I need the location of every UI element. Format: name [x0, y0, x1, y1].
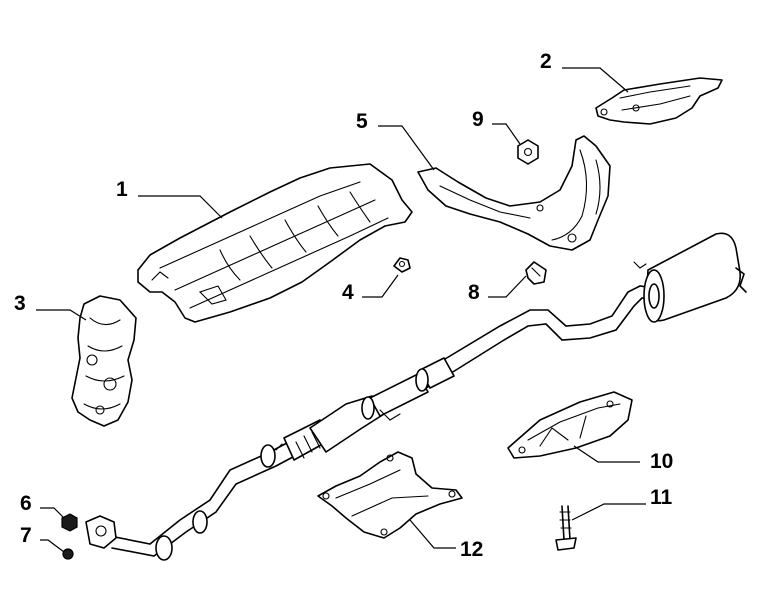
callout-5: 5 [356, 110, 368, 133]
callout-11: 11 [650, 486, 673, 509]
part-7-nut [62, 548, 74, 560]
leader-3 [36, 309, 87, 321]
leader-8 [488, 275, 527, 298]
callout-2: 2 [540, 50, 552, 73]
part-3-manifold-shield [71, 295, 137, 427]
part-10-shield-plate [507, 391, 633, 459]
part-11-bolt [555, 505, 577, 551]
callout-7: 7 [20, 524, 32, 547]
leader-11 [571, 503, 646, 521]
part-12-bracket [317, 451, 463, 539]
callout-9: 9 [472, 108, 484, 131]
exhaust-pipe-assembly [85, 232, 747, 561]
part-5-heat-shield [417, 135, 611, 251]
part-8-clip [525, 261, 547, 285]
leader-lines [36, 67, 646, 553]
part-6-nut [61, 513, 78, 532]
leader-7 [40, 539, 65, 553]
part-4-clip [393, 257, 411, 273]
leader-5 [378, 125, 435, 171]
leader-4 [362, 274, 399, 298]
callout-1: 1 [116, 178, 128, 201]
callout-12: 12 [460, 538, 483, 561]
leader-2 [562, 67, 629, 93]
leader-6 [40, 507, 65, 519]
leader-12 [409, 519, 456, 549]
callout-8: 8 [468, 281, 480, 304]
callout-10: 10 [650, 450, 673, 473]
part-2-heat-shield [595, 77, 723, 125]
callout-6: 6 [20, 492, 32, 515]
leader-10 [573, 445, 640, 463]
part-1-heat-shield [137, 163, 413, 323]
part-9-nut [517, 139, 539, 165]
leader-9 [492, 123, 521, 145]
callout-3: 3 [14, 292, 26, 315]
leader-1 [138, 195, 223, 219]
callout-labels: 1 2 3 4 5 6 7 8 9 10 11 12 [14, 50, 673, 561]
callout-4: 4 [342, 281, 354, 304]
